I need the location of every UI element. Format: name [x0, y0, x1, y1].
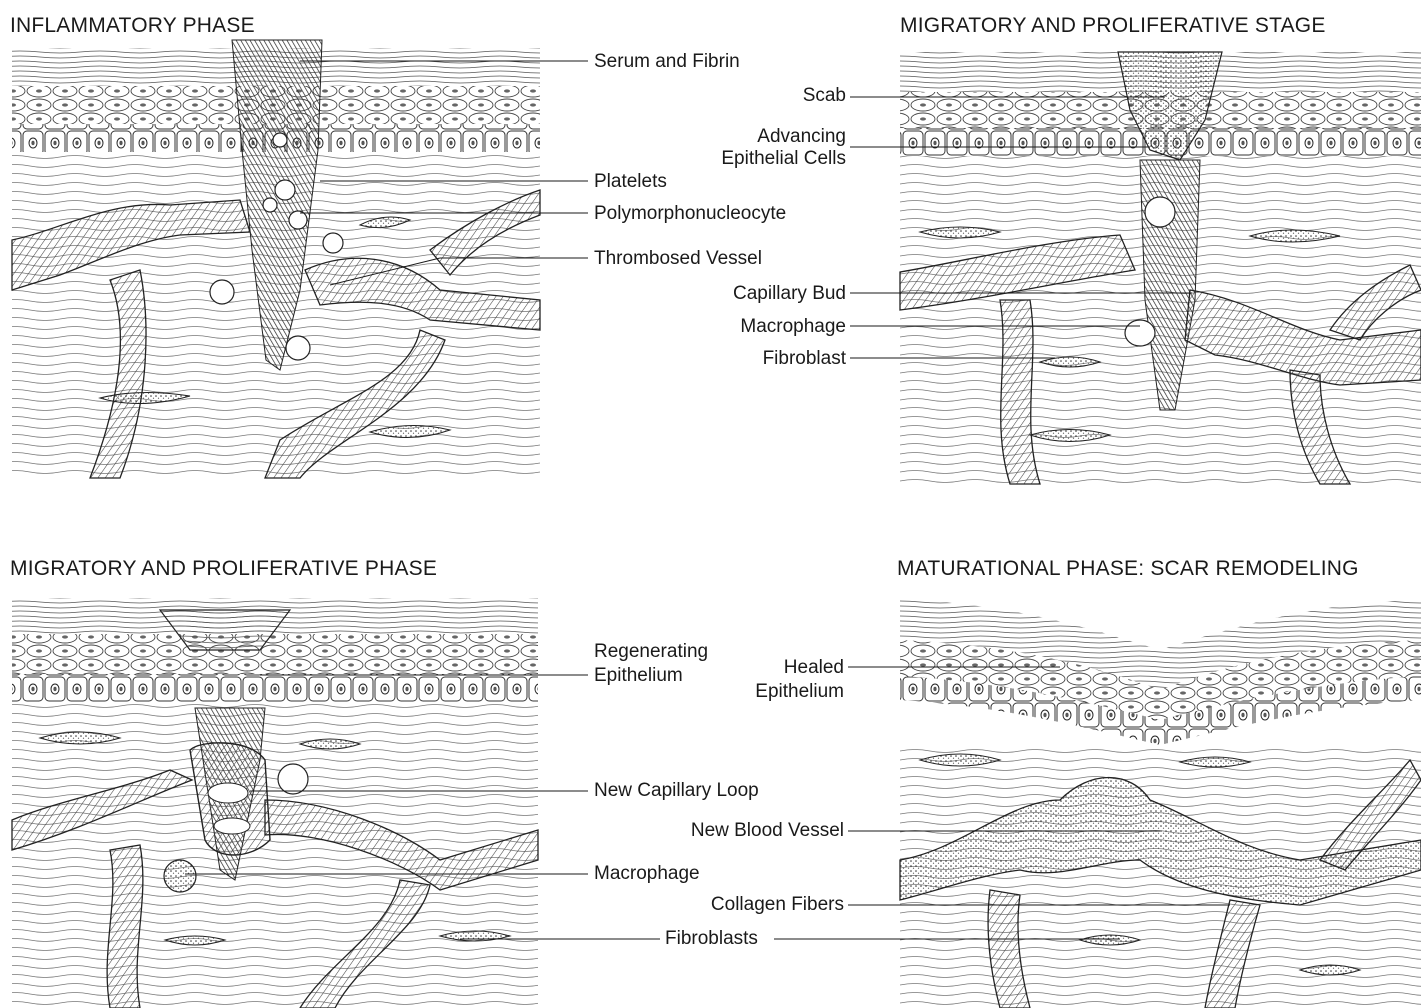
label-fibroblasts: Fibroblasts [665, 927, 758, 951]
label-new-capillary-loop: New Capillary Loop [594, 779, 759, 803]
panel-2-drawing [900, 52, 1421, 484]
label-polymorphonucleocyte: Polymorphonucleocyte [594, 202, 786, 226]
label-new-blood-vessel: New Blood Vessel [691, 819, 844, 843]
panel-2-title: MIGRATORY AND PROLIFERATIVE STAGE [900, 14, 1326, 38]
panel-3-drawing [12, 598, 538, 1008]
label-macrophage-phase: Macrophage [594, 862, 700, 886]
label-thrombosed-vessel: Thrombosed Vessel [594, 247, 762, 271]
label-collagen-fibers: Collagen Fibers [711, 893, 844, 917]
label-scab: Scab [803, 84, 846, 108]
label-serum-and-fibrin: Serum and Fibrin [594, 50, 740, 74]
panel-1-title: INFLAMMATORY PHASE [10, 14, 255, 38]
panel-4-title: MATURATIONAL PHASE: SCAR REMODELING [897, 557, 1359, 581]
label-epithelium-regenerating: Epithelium [594, 664, 683, 688]
panel-1-drawing [12, 40, 540, 478]
label-platelets: Platelets [594, 170, 667, 194]
panel-3-title: MIGRATORY AND PROLIFERATIVE PHASE [10, 557, 437, 581]
label-epithelium-healed: Epithelium [755, 680, 844, 704]
label-advancing: Advancing [757, 125, 846, 149]
panel-4-drawing [900, 600, 1421, 1008]
label-macrophage-stage: Macrophage [740, 315, 846, 339]
label-fibroblast: Fibroblast [763, 347, 846, 371]
label-regenerating: Regenerating [594, 640, 708, 664]
label-capillary-bud: Capillary Bud [733, 282, 846, 306]
label-healed: Healed [784, 656, 844, 680]
label-epithelial-cells: Epithelial Cells [721, 147, 846, 171]
